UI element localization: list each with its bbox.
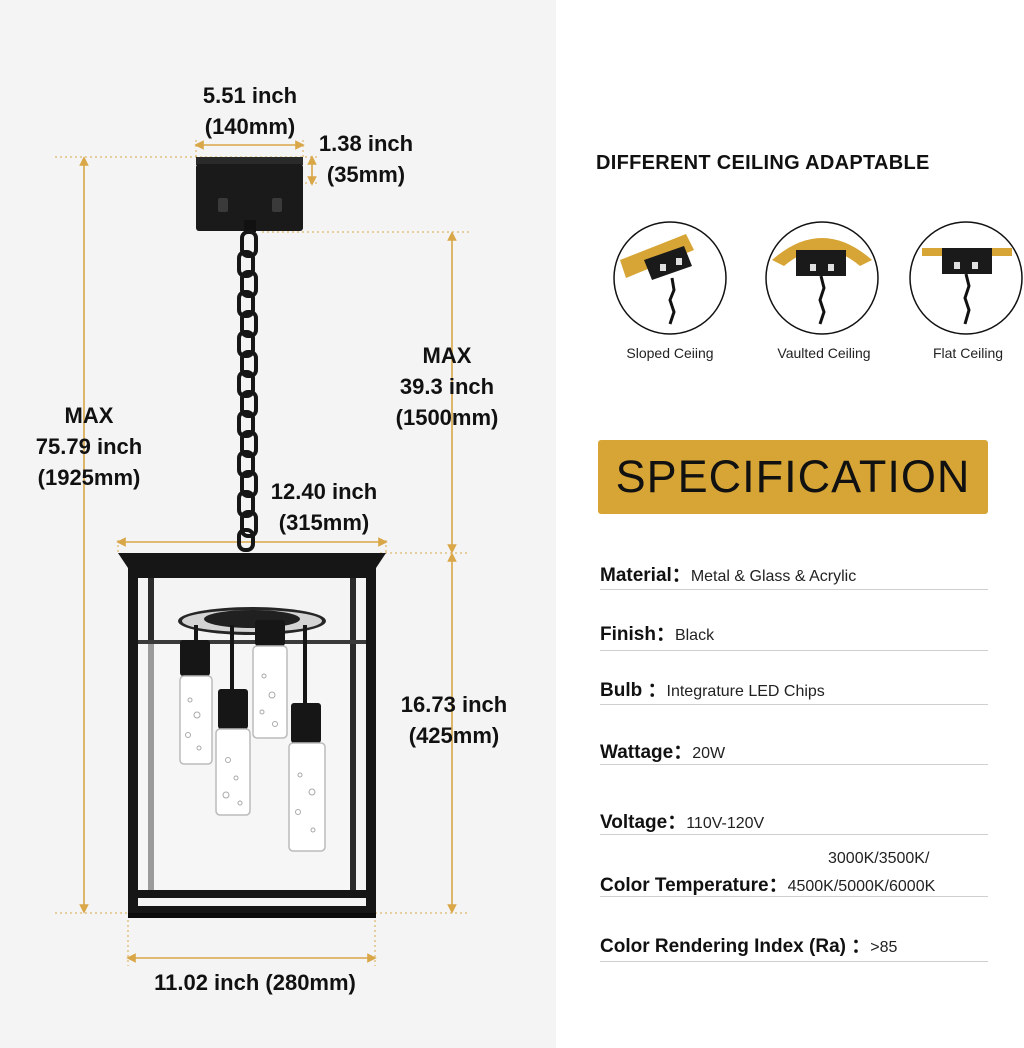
spec-row-finish: Finish：Black bbox=[600, 619, 988, 651]
spec-value: >85 bbox=[870, 939, 898, 956]
spec-key: Color Rendering Index (Ra) ： bbox=[600, 936, 871, 957]
canopy-height-label: 1.38 inch (35mm) bbox=[318, 131, 414, 187]
spec-panel bbox=[556, 0, 1024, 1048]
spec-value: Metal & Glass & Acrylic bbox=[690, 568, 857, 585]
total-max-label: MAX 75.79 inch (1925mm) bbox=[35, 403, 143, 490]
spec-row-color-rendering-index: Color Rendering Index (Ra) ：>85 bbox=[600, 931, 988, 962]
ceiling-section-title: DIFFERENT CEILING ADAPTABLE bbox=[596, 152, 930, 174]
spec-key: Material： bbox=[600, 565, 691, 586]
specification-banner: SPECIFICATION bbox=[598, 440, 988, 514]
pendant-light-diagram bbox=[55, 140, 470, 966]
spec-row-material: Material：Metal & Glass & Acrylic bbox=[600, 560, 988, 590]
spec-value: Integrature LED Chips bbox=[666, 683, 825, 700]
spec-key: Finish： bbox=[600, 624, 675, 645]
spec-key: Voltage： bbox=[600, 812, 687, 833]
spec-key: Bulb ： bbox=[600, 680, 667, 701]
spec-value: Black bbox=[674, 627, 715, 644]
flat-ceiling-icon bbox=[909, 221, 1023, 335]
spec-row-wattage: Wattage：20W bbox=[600, 737, 988, 765]
top-width-label: 12.40 inch (315mm) bbox=[270, 479, 378, 535]
bubbles bbox=[185, 673, 316, 833]
canopy-width-label: 5.51 inch (140mm) bbox=[202, 83, 298, 139]
canopy bbox=[196, 157, 303, 232]
spec-value: 3000K/3500K/ bbox=[828, 850, 930, 867]
dimension-arrows bbox=[79, 140, 457, 963]
chain-max-label: MAX 39.3 inch (1500mm) bbox=[395, 343, 499, 430]
spec-value: 110V-120V bbox=[686, 815, 765, 832]
body-height-label: 16.73 inch (425mm) bbox=[400, 692, 508, 748]
vaulted-ceiling-icon bbox=[765, 221, 879, 335]
bottom-width-label: 11.02 inch (280mm) bbox=[154, 970, 356, 995]
spec-value: 20W bbox=[692, 745, 726, 762]
sloped-ceiling-label: Sloped Ceiing bbox=[626, 345, 714, 361]
sloped-ceiling-icon bbox=[613, 221, 727, 335]
spec-key: Wattage： bbox=[600, 742, 693, 763]
spec-key: Color Temperature： bbox=[600, 875, 788, 896]
vaulted-ceiling-label: Vaulted Ceiling bbox=[777, 345, 871, 361]
spec-value: 4500K/5000K/6000K bbox=[787, 878, 936, 895]
flat-ceiling-label: Flat Ceiling bbox=[932, 345, 1004, 361]
bulbs bbox=[179, 620, 326, 852]
spec-row-bulb: Bulb ：Integrature LED Chips bbox=[600, 675, 988, 705]
spec-row-voltage: Voltage：110V-120V bbox=[600, 807, 988, 835]
chain bbox=[237, 230, 258, 552]
